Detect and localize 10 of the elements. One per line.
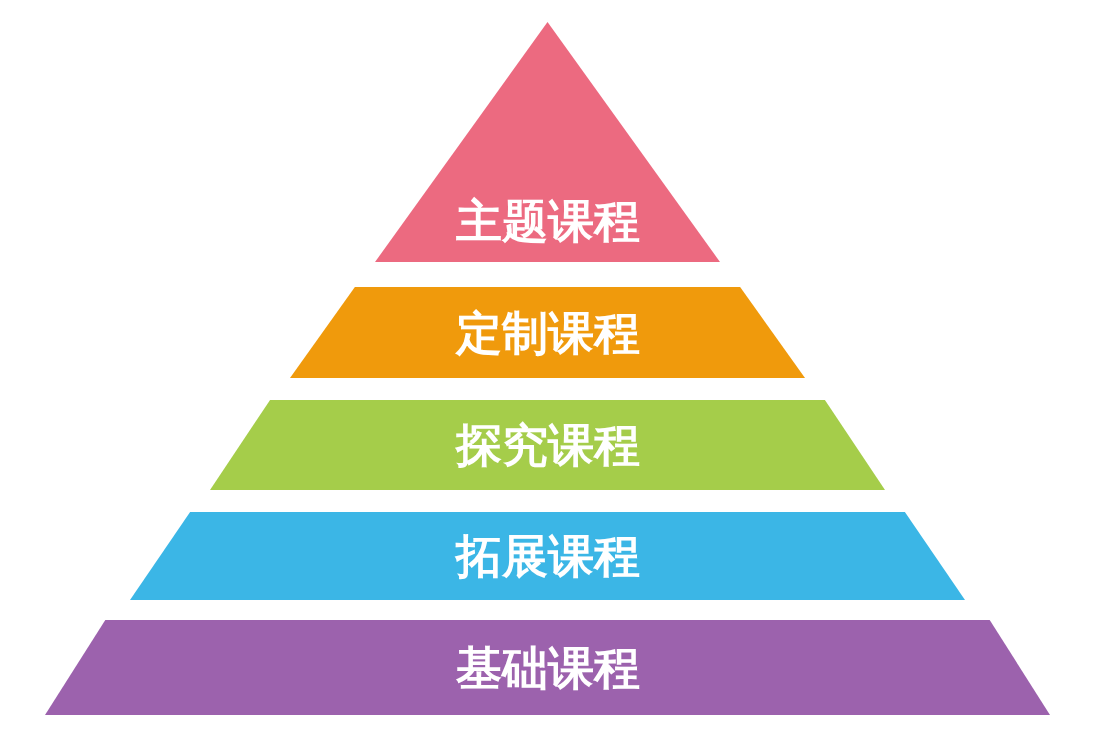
pyramid-top-triangle [375,22,720,262]
pyramid-tier [210,400,885,490]
tier-label: 定制课程 [455,309,640,356]
tier-label: 探究课程 [455,422,640,468]
tier-label: 基础课程 [455,644,640,691]
tier-label: 主题课程 [455,198,640,244]
tier-label: 拓展课程 [455,533,640,579]
pyramid-tier [45,620,1050,715]
pyramid-tier [130,512,965,600]
pyramid-tier [290,287,805,378]
